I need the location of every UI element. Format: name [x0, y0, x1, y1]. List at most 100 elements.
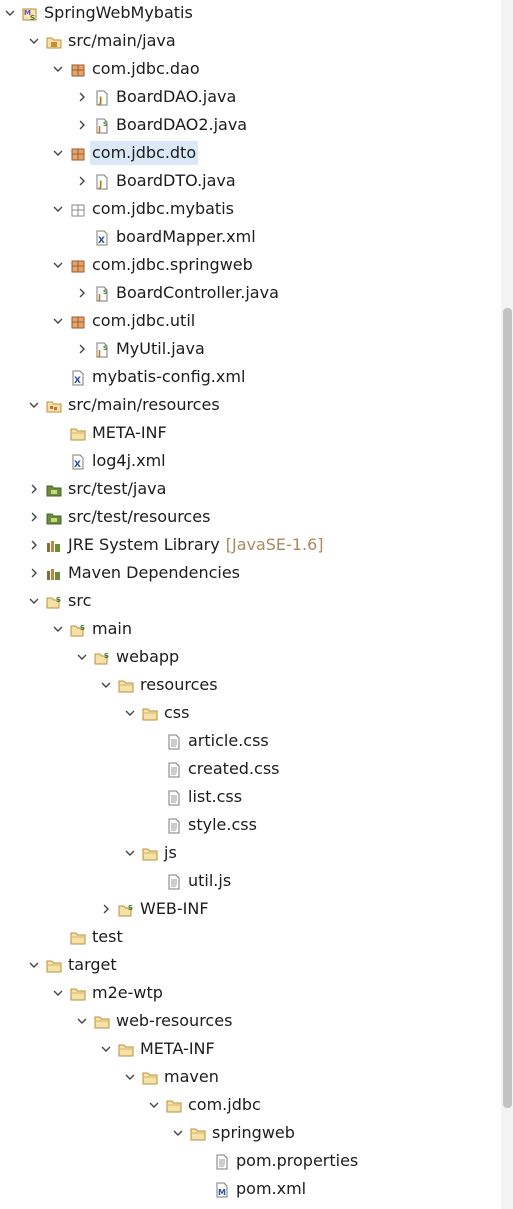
chevron-right-icon[interactable]: [28, 511, 40, 523]
chevron-down-icon[interactable]: [52, 623, 64, 635]
tree-item-style-css[interactable]: style.css: [0, 812, 500, 840]
tree-item-src-test-java[interactable]: src/test/java: [0, 476, 500, 504]
tree-item-label: com.jdbc: [188, 1095, 261, 1114]
tree-item-util-js[interactable]: util.js: [0, 868, 500, 896]
tree-item-springweb[interactable]: springweb: [0, 1120, 500, 1148]
tree-item-label: pom.xml: [236, 1179, 307, 1198]
tree-item-label: com.jdbc.dto: [90, 141, 199, 165]
chevron-down-icon[interactable]: [28, 35, 40, 47]
tree-item-m2e-wtp[interactable]: m2e-wtp: [0, 980, 500, 1008]
chevron-down-icon[interactable]: [52, 259, 64, 271]
tree-item-pom-properties[interactable]: pom.properties: [0, 1148, 500, 1176]
tree-item-css[interactable]: css: [0, 700, 500, 728]
tree-item-resources[interactable]: resources: [0, 672, 500, 700]
chevron-right-icon[interactable]: [28, 539, 40, 551]
chevron-down-icon[interactable]: [52, 147, 64, 159]
tree-item-src-test-resources[interactable]: src/test/resources: [0, 504, 500, 532]
chevron-down-icon[interactable]: [28, 399, 40, 411]
tree-item-maven-dependencies[interactable]: Maven Dependencies: [0, 560, 500, 588]
tree-item-article-css[interactable]: article.css: [0, 728, 500, 756]
tree-item-com-jdbc-mybatis[interactable]: com.jdbc.mybatis: [0, 196, 500, 224]
tree-item-src-main-resources[interactable]: src/main/resources: [0, 392, 500, 420]
chevron-down-icon[interactable]: [124, 1071, 136, 1083]
chevron-right-icon[interactable]: [76, 343, 88, 355]
text-file-icon: [166, 734, 182, 750]
java-file-icon: J: [94, 174, 110, 190]
svg-text:J: J: [97, 125, 101, 134]
tree-item-js[interactable]: js: [0, 840, 500, 868]
chevron-down-icon[interactable]: [52, 315, 64, 327]
chevron-down-icon[interactable]: [76, 651, 88, 663]
tree-item-list-css[interactable]: list.css: [0, 784, 500, 812]
tree-item-maven[interactable]: maven: [0, 1064, 500, 1092]
tree-item-target[interactable]: target: [0, 952, 500, 980]
tree-item-test[interactable]: test: [0, 924, 500, 952]
chevron-down-icon[interactable]: [100, 679, 112, 691]
tree-item-com-jdbc-dto[interactable]: com.jdbc.dto: [0, 140, 500, 168]
tree-item-label: style.css: [188, 815, 257, 834]
chevron-down-icon[interactable]: [52, 203, 64, 215]
tree-item-com-jdbc[interactable]: com.jdbc: [0, 1092, 500, 1120]
tree-item-com-jdbc-dao[interactable]: com.jdbc.dao: [0, 56, 500, 84]
chevron-right-icon[interactable]: [76, 175, 88, 187]
folder-icon: [118, 1042, 134, 1058]
chevron-down-icon[interactable]: [124, 707, 136, 719]
svg-text:X: X: [74, 376, 81, 386]
chevron-down-icon[interactable]: [52, 987, 64, 999]
chevron-right-icon[interactable]: [76, 91, 88, 103]
tree-item-label: js: [164, 843, 177, 862]
spring-folder-icon: S: [46, 594, 62, 610]
chevron-right-icon[interactable]: [28, 567, 40, 579]
tree-item-label: com.jdbc.mybatis: [92, 199, 234, 218]
tree-item-src-main-java[interactable]: src/main/java: [0, 28, 500, 56]
chevron-down-icon[interactable]: [76, 1015, 88, 1027]
chevron-right-icon[interactable]: [100, 903, 112, 915]
chevron-down-icon[interactable]: [4, 7, 16, 19]
chevron-down-icon[interactable]: [28, 959, 40, 971]
chevron-down-icon[interactable]: [52, 63, 64, 75]
tree-item-com-jdbc-springweb[interactable]: com.jdbc.springweb: [0, 252, 500, 280]
svg-text:X: X: [74, 460, 81, 470]
tree-item-decoration: [JavaSE-1.6]: [225, 535, 324, 554]
chevron-right-icon[interactable]: [76, 119, 88, 131]
tree-item-com-jdbc-util[interactable]: com.jdbc.util: [0, 308, 500, 336]
tree-item-label: springweb: [212, 1123, 295, 1142]
svg-text:S: S: [30, 14, 35, 22]
scrollbar-thumb[interactable]: [503, 308, 512, 1108]
tree-item-web-resources[interactable]: web-resources: [0, 1008, 500, 1036]
chevron-down-icon[interactable]: [124, 847, 136, 859]
text-file-icon: [166, 790, 182, 806]
chevron-down-icon[interactable]: [28, 595, 40, 607]
chevron-down-icon[interactable]: [172, 1127, 184, 1139]
chevron-down-icon[interactable]: [148, 1099, 160, 1111]
chevron-right-icon[interactable]: [76, 287, 88, 299]
chevron-down-icon[interactable]: [100, 1043, 112, 1055]
tree-item-label: JRE System Library[JavaSE-1.6]: [66, 533, 326, 557]
tree-item-meta-inf[interactable]: META-INF: [0, 420, 500, 448]
chevron-right-icon[interactable]: [28, 483, 40, 495]
tree-item-label: web-resources: [116, 1011, 233, 1030]
tree-item-meta-inf[interactable]: META-INF: [0, 1036, 500, 1064]
tree-item-label: webapp: [116, 647, 180, 666]
tree-item-jre-system-library[interactable]: JRE System Library[JavaSE-1.6]: [0, 532, 500, 560]
tree-item-label: main: [92, 619, 132, 638]
svg-text:M: M: [24, 9, 31, 17]
library-icon: [46, 538, 62, 554]
tree-item-created-css[interactable]: created.css: [0, 756, 500, 784]
test-source-folder-icon: [46, 482, 62, 498]
